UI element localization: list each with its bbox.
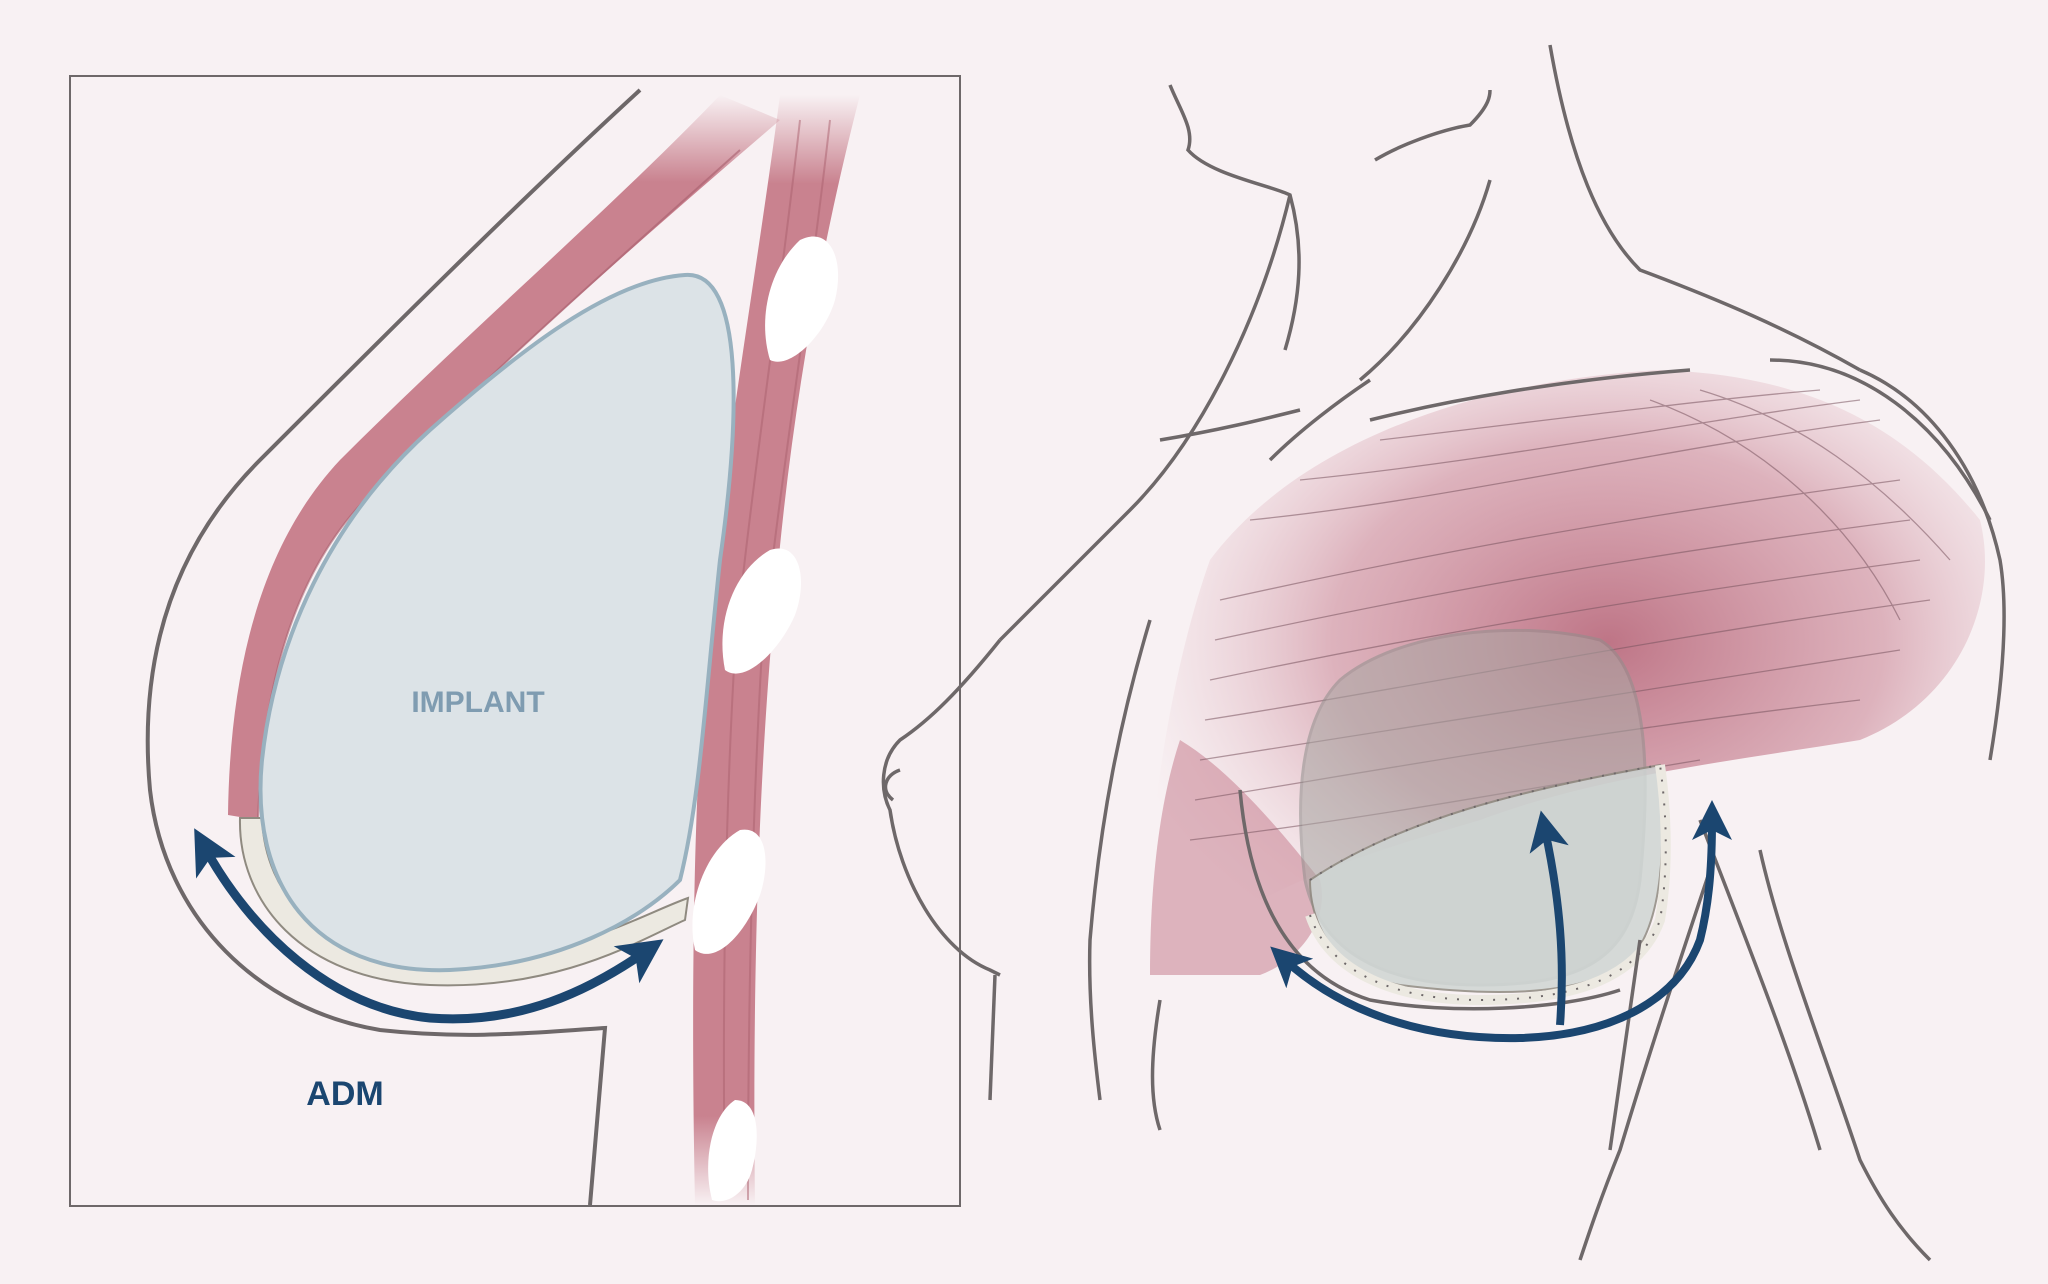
mid-sternum xyxy=(1087,619,1152,1101)
shoulder-right xyxy=(1859,368,2006,761)
right-breast-fold xyxy=(1238,789,1621,1011)
clavicle-left xyxy=(1159,408,1301,442)
arm-inner xyxy=(1758,849,1932,1262)
body-outline xyxy=(881,44,2006,1262)
clavicle-right xyxy=(1369,368,1691,422)
panel-frame xyxy=(69,75,961,1207)
rib-3 xyxy=(692,829,766,954)
left-breast xyxy=(881,638,1002,977)
rib-4 xyxy=(708,1100,757,1202)
upward-arrow-icon xyxy=(1529,810,1569,1026)
cross-section-panel: IMPLANT ADM xyxy=(69,75,961,1207)
jaw-line xyxy=(1374,89,1492,162)
curved-double-arrow-icon xyxy=(1270,800,1732,1043)
left-torso xyxy=(988,974,997,1101)
lower-torso-left xyxy=(1150,999,1162,1131)
frontal-view xyxy=(881,44,2006,1262)
throat-line xyxy=(1268,378,1371,462)
curved-double-arrow-icon xyxy=(194,828,664,1024)
axilla-line xyxy=(1698,819,1822,1151)
rib-2 xyxy=(722,548,802,674)
adm-label: ADM xyxy=(306,1075,383,1113)
sternocleidomastoid xyxy=(1358,179,1492,382)
neck-left xyxy=(998,194,1292,642)
neck-right xyxy=(1548,44,1861,372)
rib-1 xyxy=(765,236,839,362)
implant-label: IMPLANT xyxy=(411,686,544,719)
nipple xyxy=(883,768,901,802)
shoulder-cap xyxy=(1769,358,1992,521)
skin-outline xyxy=(145,88,642,1206)
implant-shape xyxy=(258,272,736,973)
face-profile xyxy=(1168,84,1301,351)
